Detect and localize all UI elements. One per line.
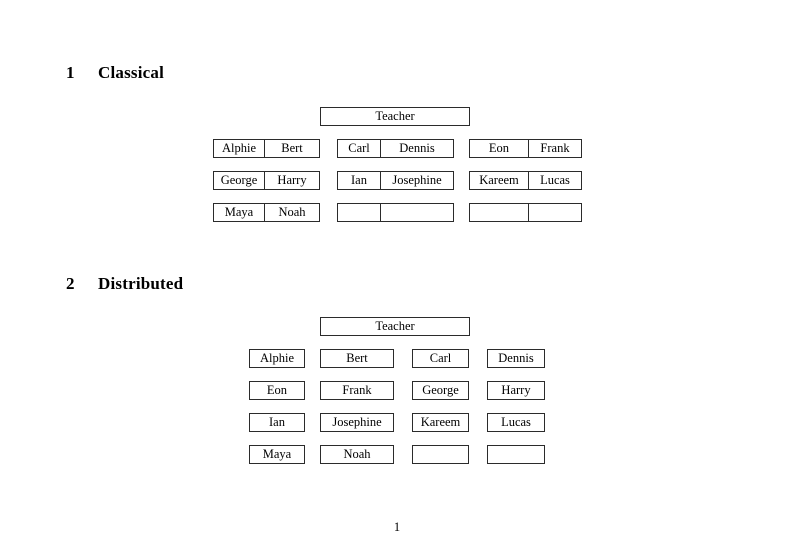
table-row: George Harry bbox=[213, 171, 320, 190]
cell-student-empty bbox=[338, 204, 380, 221]
section-heading-classical: 1 Classical bbox=[66, 63, 164, 83]
cell-student-empty bbox=[528, 204, 581, 221]
table-row: Eon Frank bbox=[469, 139, 582, 158]
table-row: Alphie Bert bbox=[213, 139, 320, 158]
table-row bbox=[337, 203, 454, 222]
cell-student: Alphie bbox=[221, 141, 257, 155]
student-box-empty bbox=[487, 445, 545, 464]
teacher-box-distributed: Teacher bbox=[320, 317, 470, 336]
student-box: Carl bbox=[412, 349, 469, 368]
student-box: Harry bbox=[487, 381, 545, 400]
cell-student: Carl bbox=[348, 141, 370, 155]
table-row: Ian Josephine bbox=[337, 171, 454, 190]
student-box: Ian bbox=[249, 413, 305, 432]
student-box: Eon bbox=[249, 381, 305, 400]
table-row: Carl Dennis bbox=[337, 139, 454, 158]
cell-student: Ian bbox=[351, 173, 367, 187]
section-title-2: Distributed bbox=[98, 274, 184, 293]
student-box: Kareem bbox=[412, 413, 469, 432]
table-row: Maya Noah bbox=[213, 203, 320, 222]
cell-student: Bert bbox=[264, 140, 319, 157]
page-number: 1 bbox=[393, 520, 401, 534]
cell-student: Harry bbox=[264, 172, 319, 189]
student-box: Lucas bbox=[487, 413, 545, 432]
student-box: Alphie bbox=[249, 349, 305, 368]
cell-student: George bbox=[220, 173, 258, 187]
cell-student: Kareem bbox=[479, 173, 519, 187]
section-heading-distributed: 2 Distributed bbox=[66, 274, 183, 294]
cell-student: Maya bbox=[224, 205, 254, 219]
student-box: Josephine bbox=[320, 413, 394, 432]
table-row: Kareem Lucas bbox=[469, 171, 582, 190]
cell-student: Josephine bbox=[380, 172, 453, 189]
student-box: Maya bbox=[249, 445, 305, 464]
student-box: Noah bbox=[320, 445, 394, 464]
cell-student: Lucas bbox=[528, 172, 581, 189]
cell-student-empty bbox=[470, 204, 528, 221]
section-number-2: 2 bbox=[66, 274, 75, 293]
cell-student: Frank bbox=[528, 140, 581, 157]
table-row bbox=[469, 203, 582, 222]
student-box: Frank bbox=[320, 381, 394, 400]
teacher-box-classical: Teacher bbox=[320, 107, 470, 126]
student-box: Dennis bbox=[487, 349, 545, 368]
cell-student: Dennis bbox=[380, 140, 453, 157]
student-box: George bbox=[412, 381, 469, 400]
cell-student-empty bbox=[380, 204, 453, 221]
student-box-empty bbox=[412, 445, 469, 464]
cell-student: Eon bbox=[488, 141, 510, 155]
section-title-1: Classical bbox=[98, 63, 165, 82]
student-box: Bert bbox=[320, 349, 394, 368]
section-number-1: 1 bbox=[66, 63, 75, 82]
cell-student: Noah bbox=[264, 204, 319, 221]
